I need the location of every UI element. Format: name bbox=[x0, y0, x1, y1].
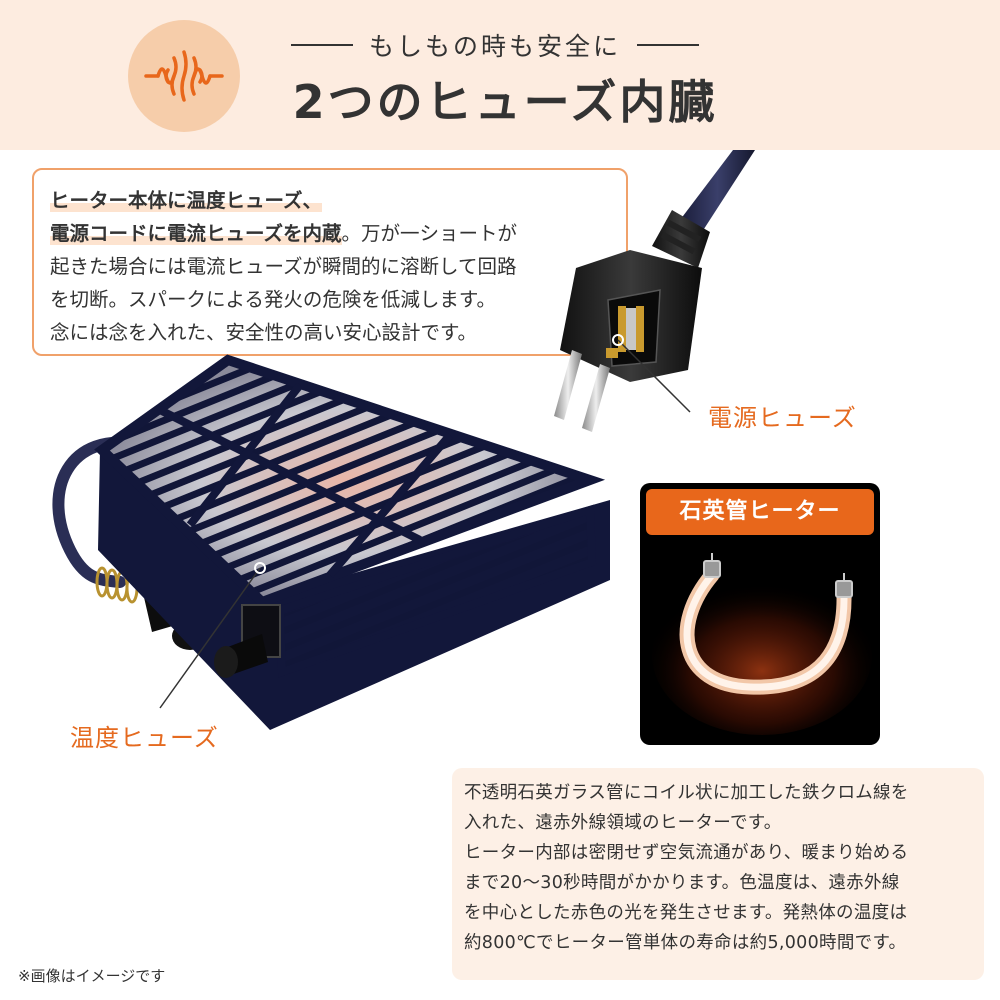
page-title: 2つのヒューズ内臓 bbox=[292, 75, 718, 129]
info-line-3: ヒーター内部は密閉せず空気流通があり、暖まり始める bbox=[464, 843, 909, 863]
quartz-tube-image bbox=[652, 553, 872, 735]
quartz-heater-panel: 石英管ヒーター bbox=[640, 483, 880, 745]
subtitle-rule-right bbox=[637, 44, 699, 46]
thermal-fuse-label: 温度ヒューズ bbox=[70, 724, 219, 752]
image-note: ※画像はイメージです bbox=[18, 967, 166, 985]
subtitle-rule-left bbox=[290, 44, 353, 46]
info-line-1: 不透明石英ガラス管にコイル状に加工した鉄クロム線を bbox=[464, 783, 909, 803]
info-line-5: を中心とした赤色の光を発生させます。発熱体の温度は bbox=[464, 903, 908, 923]
desc-highlight-1: ヒーター本体に温度ヒューズ、 bbox=[50, 189, 323, 212]
header-banner: もしもの時も安全に 2つのヒューズ内臓 bbox=[0, 0, 1000, 150]
header-subtitle: もしもの時も安全に bbox=[368, 32, 621, 61]
desc-line-1: ヒーター本体に温度ヒューズ、 bbox=[50, 184, 610, 217]
power-plug-image bbox=[554, 150, 755, 432]
info-box: 不透明石英ガラス管にコイル状に加工した鉄クロム線を 入れた、遠赤外線領域のヒータ… bbox=[452, 768, 984, 980]
desc-line-5: 念には念を入れた、安全性の高い安心設計です。 bbox=[50, 321, 478, 344]
plug-fuse-label: 電源ヒューズ bbox=[708, 404, 857, 432]
header-badge bbox=[128, 20, 240, 132]
info-line-2: 入れた、遠赤外線領域のヒーターです。 bbox=[464, 813, 782, 833]
info-line-4: まで20〜30秒時間がかかります。色温度は、遠赤外線 bbox=[464, 873, 900, 893]
desc-highlight-2: 電源コードに電流ヒューズを内蔵 bbox=[50, 222, 342, 245]
desc-line-2: 電源コードに電流ヒューズを内蔵。万が一ショートが bbox=[50, 217, 610, 250]
heater-image bbox=[52, 354, 610, 730]
info-line-6: 約800℃でヒーター管単体の寿命は約5,000時間です。 bbox=[464, 933, 907, 953]
heat-wave-icon bbox=[144, 50, 224, 102]
desc-line-4: を切断。スパークによる発火の危険を低減します。 bbox=[50, 288, 496, 311]
desc-line-3: 起きた場合には電流ヒューズが瞬間的に溶断して回路 bbox=[50, 255, 517, 278]
quartz-heater-label: 石英管ヒーター bbox=[646, 489, 874, 535]
header-subtitle-row: もしもの時も安全に bbox=[290, 28, 700, 62]
description-box: ヒーター本体に温度ヒューズ、 電源コードに電流ヒューズを内蔵。万が一ショートが … bbox=[32, 168, 628, 356]
desc-line-2-rest: 。万が一ショートが bbox=[341, 222, 518, 245]
